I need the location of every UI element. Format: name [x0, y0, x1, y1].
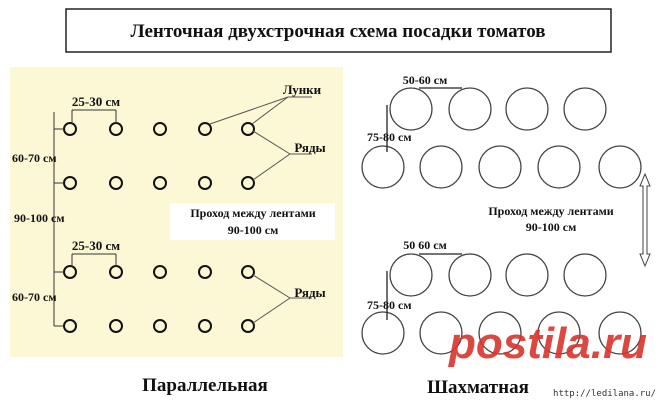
hole-spacing-label-top: 50-60 см [403, 73, 448, 87]
row-gap-label-bottom: 75-80 см [367, 298, 412, 312]
planting-hole [153, 265, 167, 279]
hole-spacing-label-bottom: 50 60 см [403, 238, 447, 252]
planting-hole [361, 145, 405, 189]
horizontal-dimension-lines [54, 109, 117, 327]
hole-spacing-label-bottom: 25-30 см [72, 238, 120, 253]
holes-label: Лунки [283, 82, 322, 97]
dimension-arrows [386, 87, 462, 320]
planting-hole [241, 122, 255, 136]
planting-hole [241, 319, 255, 333]
planting-hole [537, 145, 581, 189]
planting-hole [563, 87, 607, 131]
parallel-scheme: 25-30 см 25-30 см 60-70 см 90-100 см 60-… [10, 67, 343, 396]
planting-hole [505, 87, 549, 131]
band-gap-label: 90-100 см [14, 211, 65, 225]
watermark-logo: postila.ru [448, 319, 647, 368]
parallel-caption: Параллельная [142, 375, 268, 396]
diagram-title: Ленточная двухстрочная схема посадки том… [130, 21, 545, 42]
watermark-url: http://ledilana.ru/ [553, 389, 656, 399]
planting-hole [109, 319, 123, 333]
planting-hole [478, 145, 522, 189]
planting-hole [537, 311, 581, 355]
passage-label-box [170, 203, 335, 240]
row-gap-label-top: 60-70 см [12, 151, 57, 165]
planting-hole [598, 145, 642, 189]
planting-hole [419, 145, 463, 189]
planting-hole [241, 265, 255, 279]
passage-label-line2: 90-100 см [228, 223, 279, 237]
title-box [65, 8, 612, 53]
planting-hole [198, 319, 212, 333]
planting-hole [389, 87, 433, 131]
leader-lines [209, 96, 312, 324]
planting-hole [109, 176, 123, 190]
row-gap-label-top: 75-80 см [367, 130, 412, 144]
planting-hole [448, 253, 492, 297]
planting-hole [198, 265, 212, 279]
staggered-caption: Шахматная [427, 377, 529, 398]
passage-label-line1: Проход между лентами [190, 206, 315, 220]
planting-hole [419, 311, 463, 355]
passage-double-arrow-icon [639, 172, 651, 268]
planting-hole [389, 253, 433, 297]
staggered-scheme: 50-60 см 50 60 см 75-80 см 75-80 см Прох… [361, 73, 651, 355]
planting-hole [241, 176, 255, 190]
rows-label-bottom: Ряды [294, 285, 325, 300]
planting-hole [598, 311, 642, 355]
planting-hole [505, 253, 549, 297]
planting-hole [563, 253, 607, 297]
rows-label-top: Ряды [294, 140, 325, 155]
planting-hole [361, 311, 405, 355]
row-gap-label-bottom: 60-70 см [12, 290, 57, 304]
planting-hole [153, 319, 167, 333]
passage-label-line2: 90-100 см [526, 220, 577, 234]
planting-hole [478, 311, 522, 355]
planting-hole [153, 122, 167, 136]
planting-hole [198, 122, 212, 136]
passage-label-line1: Проход между лентами [488, 204, 613, 218]
planting-hole [448, 87, 492, 131]
planting-hole [153, 176, 167, 190]
planting-hole [198, 176, 212, 190]
hole-spacing-label-top: 25-30 см [72, 94, 120, 109]
